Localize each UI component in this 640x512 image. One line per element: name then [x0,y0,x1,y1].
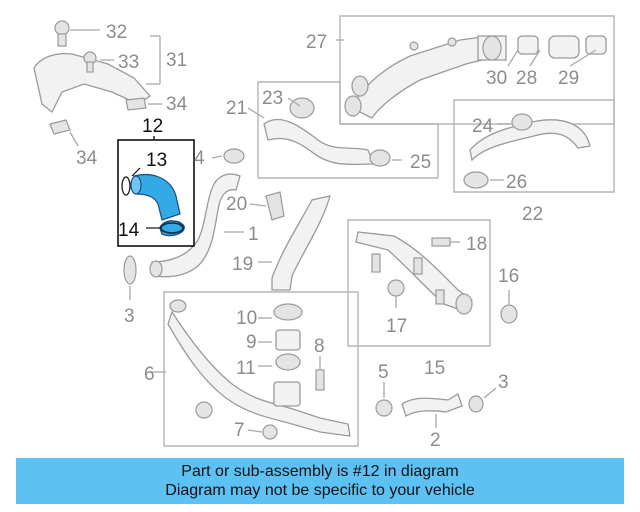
assembly-box-6 [150,291,359,447]
bracket-parts-31-34 [33,20,162,147]
callout-34-a: 34 [166,94,188,115]
callout-15: 15 [424,358,445,379]
callout-7: 7 [234,420,245,441]
loose-parts-bottom [123,255,497,428]
callout-31: 31 [166,50,187,71]
banner-line-1: Part or sub-assembly is #12 in diagram [181,463,459,480]
info-banner: Part or sub-assembly is #12 in diagram D… [16,458,624,504]
callout-4: 4 [194,148,205,169]
callout-8: 8 [314,336,325,357]
callout-17: 17 [386,316,407,337]
callout-13: 13 [146,150,167,171]
callout-9: 9 [246,332,257,353]
assembly-box-21 [247,81,439,179]
callout-11: 11 [236,358,256,379]
callout-28: 28 [516,68,537,89]
callout-22: 22 [522,204,543,225]
assembly-box-15 [347,219,518,347]
callout-26: 26 [506,172,527,193]
hose-part-1 [149,148,245,278]
banner-line-2: Diagram may not be specific to your vehi… [165,482,475,499]
assembly-box-27 [336,15,615,125]
callout-21: 21 [226,98,247,119]
callout-25: 25 [410,152,431,173]
callout-18: 18 [466,234,487,255]
callout-16: 16 [498,266,519,287]
callout-6: 6 [144,364,155,385]
callout-14: 14 [118,220,140,241]
callout-27: 27 [306,32,327,53]
pipe-part-19 [249,191,331,291]
callout-24: 24 [472,116,494,137]
callout-30: 30 [486,68,507,89]
callout-3-a: 3 [124,306,135,327]
callout-33: 33 [118,52,139,73]
callout-20: 20 [226,194,247,215]
callout-5: 5 [378,362,389,383]
callout-34-b: 34 [76,148,98,169]
callout-19: 19 [232,254,253,275]
callout-2: 2 [430,430,441,451]
callout-1: 1 [248,224,259,245]
callout-23: 23 [262,88,283,109]
highlight-part-12 [117,136,195,247]
callout-3-b: 3 [498,372,509,393]
callout-32: 32 [106,22,127,43]
callout-10: 10 [236,308,257,329]
callout-29: 29 [558,68,579,89]
assembly-box-22 [453,99,615,193]
callout-12: 12 [142,116,163,137]
